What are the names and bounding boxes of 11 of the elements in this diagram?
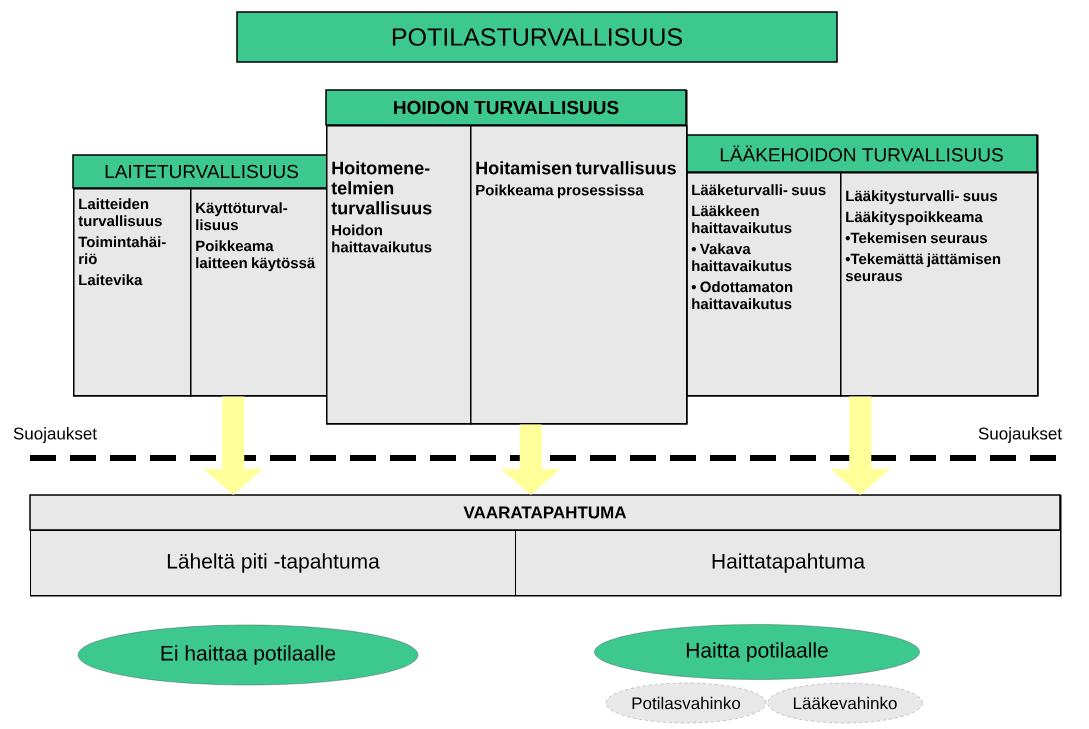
table-cell: Haittatapahtuma xyxy=(515,530,1061,596)
column-box: Lääkitysturvalli- suus Lääkityspoikkeama •Tekemisen seuraus •Tekemättä jättämisen seuraus xyxy=(840,172,1039,397)
table-cell: Läheltä piti -tapahtuma xyxy=(30,530,516,596)
column-box: Laitteiden turvallisuus Toimintahäi- riö Laitevika xyxy=(73,188,192,397)
title-box: POTILASTURVALLISUUS xyxy=(236,11,838,63)
side-label: Suojaukset xyxy=(978,427,1062,443)
side-label: Suojaukset xyxy=(13,427,97,443)
column-box: Hoitamisen turvallisuus Poikkeama prosessissa xyxy=(470,125,688,425)
column-box: Lääketurvalli- suus Lääkkeen haittavaikutus • Vakava haittavaikutus • Odottamaton haittavaikutus xyxy=(686,172,842,397)
column-box: Käyttöturval- lisuus Poikkeama laitteen käytössä xyxy=(190,188,332,397)
column-box: Hoitomene- telmien turvallisuus Hoidon haittavaikutus xyxy=(326,125,472,425)
